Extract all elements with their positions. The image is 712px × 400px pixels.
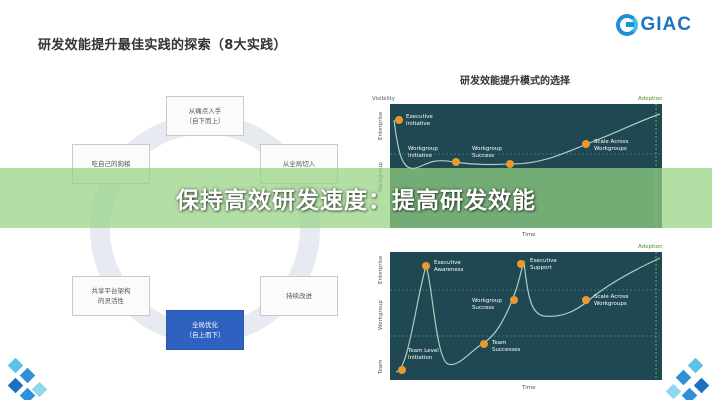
cube-shape [675, 369, 692, 386]
node-line-1: 从痛点入手 [188, 106, 222, 115]
cube-shape [19, 367, 36, 384]
point-marker [395, 116, 403, 124]
row-label-team: Team [378, 359, 384, 375]
point-label: Workgroup [472, 146, 502, 152]
point-marker [398, 366, 406, 374]
cycle-node-global-optimization: 全局优化 （自上而下） [166, 310, 244, 350]
row-label-workgroup: Workgroup [378, 300, 384, 330]
point-label: Executive [434, 260, 461, 266]
adoption-chart-bottom: Adoption Enterprise Workgroup Team Execu… [372, 240, 672, 392]
point-label: Workgroup [472, 298, 502, 304]
point-marker [506, 160, 514, 168]
y-axis-label: Visibility [372, 96, 396, 102]
cycle-node-continuous-improvement: 持续改进 [260, 276, 338, 316]
cube-shape [7, 377, 24, 394]
adoption-label: Adoption [638, 244, 663, 250]
point-marker [517, 260, 525, 268]
cycle-node-pain-points: 从痛点入手 （自下而上） [166, 96, 244, 136]
node-line-2: （自下而上） [185, 117, 225, 125]
node-line-1: 持续改进 [286, 291, 312, 300]
adoption-label: Adoption [638, 96, 663, 102]
node-line-1: 从全局切入 [282, 159, 316, 168]
headline-banner: 保持高效研发速度：提高研发效能 [0, 168, 712, 228]
giac-logo-icon [615, 14, 638, 36]
cube-shape [687, 357, 704, 374]
chart-plot-area [390, 252, 662, 380]
slide-title: 研发效能提升最佳实践的探索（8大实践） [38, 38, 287, 53]
row-label-enterprise: Enterprise [378, 255, 384, 284]
point-label: Team [491, 340, 507, 346]
point-label: Workgroups [594, 146, 627, 152]
point-label: Initiative [408, 153, 433, 159]
row-label-enterprise: Enterprise [378, 111, 384, 140]
point-marker [480, 340, 488, 348]
chart-title: 研发效能提升模式的选择 [460, 76, 570, 87]
point-label: Initiative [406, 121, 431, 127]
point-label: Executive [406, 114, 433, 120]
point-label: Awareness [434, 267, 464, 273]
decorative-cubes-left [4, 330, 64, 400]
adoption-curve [395, 257, 661, 373]
point-label: Successes [492, 347, 521, 353]
giac-logo: GIAC [615, 14, 693, 36]
point-marker [582, 140, 590, 148]
node-line-1: 全局优化 [192, 320, 218, 329]
point-label: Initiation [408, 355, 433, 361]
logo-text: GIAC [640, 14, 692, 35]
cube-shape [665, 383, 682, 400]
point-label: Workgroup [408, 146, 438, 152]
point-label: Team Level [407, 348, 439, 354]
point-label: Support [530, 265, 553, 271]
point-marker [452, 158, 460, 166]
point-label: Success [472, 153, 494, 159]
point-label: Scale Across [594, 139, 629, 145]
point-label: Success [472, 305, 494, 311]
node-line-1: 共享平台架构 [91, 286, 131, 295]
point-label: Workgroups [594, 301, 627, 307]
node-line-2: 的灵活性 [98, 297, 124, 305]
banner-text: 保持高效研发速度：提高研发效能 [176, 188, 536, 214]
node-line-2: （自上而下） [185, 331, 225, 339]
cube-shape [693, 377, 710, 394]
cube-shape [681, 387, 698, 400]
point-marker [422, 262, 430, 270]
decorative-cubes-right [660, 330, 712, 400]
x-axis-label: Time [521, 232, 536, 238]
point-label: Executive [530, 258, 557, 264]
cycle-node-shared-platform: 共享平台架构 的灵活性 [72, 276, 150, 316]
point-label: Scale Across [594, 294, 629, 300]
node-line-1: 吃自己的狗粮 [91, 159, 131, 168]
cube-shape [7, 357, 24, 374]
x-axis-label: Time [521, 385, 536, 391]
point-marker [510, 296, 518, 304]
point-marker [582, 296, 590, 304]
